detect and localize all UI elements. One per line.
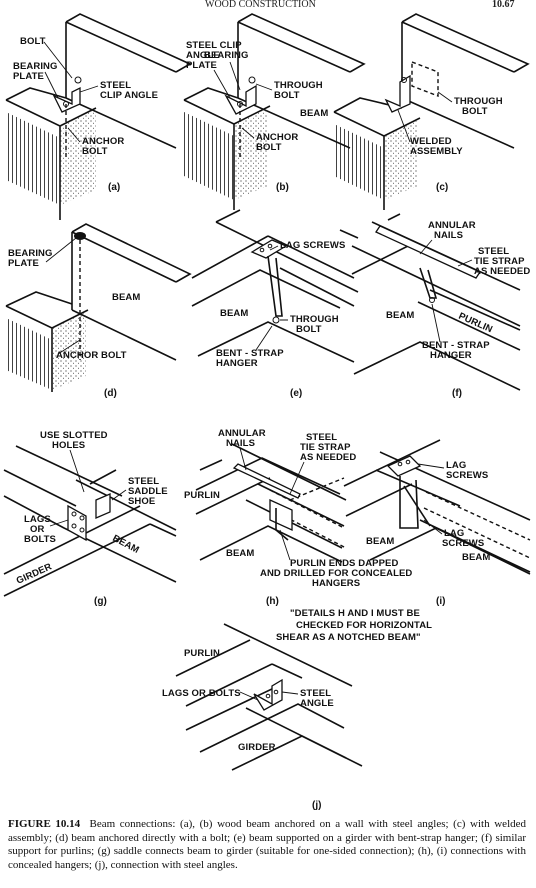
label-bolt-b2: BOLT <box>256 142 282 153</box>
label-purlin-f: PURLIN <box>457 311 494 336</box>
label-plate: PLATE <box>13 71 44 82</box>
panel-tag-i: (i) <box>436 596 445 607</box>
note-line-1: "DETAILS H AND I MUST BE <box>290 608 420 619</box>
label-beam-b: BEAM <box>300 108 328 119</box>
label-through-e: THROUGH <box>290 314 339 325</box>
panel-e: LAG SCREWS BEAM THROUGH BOLT BENT - STRA… <box>191 209 359 399</box>
label-through: THROUGH <box>274 80 323 91</box>
label-use-slotted: USE SLOTTED <box>40 430 108 441</box>
figure-number: FIGURE 10.14 <box>8 818 81 830</box>
label-bearing: BEARING <box>13 61 58 72</box>
label-lag-i: LAG <box>446 460 466 471</box>
label-lag-i2: LAG <box>444 528 464 539</box>
panel-tag-h: (h) <box>266 596 279 607</box>
label-anchor-b: ANCHOR <box>256 132 298 143</box>
label-shoe-g: SHOE <box>128 496 155 507</box>
panel-tag-e: (e) <box>290 388 302 399</box>
label-through-c: THROUGH <box>454 96 503 107</box>
panel-tag-c: (c) <box>436 182 448 193</box>
label-hanger-e: HANGER <box>216 358 258 369</box>
panel-i: LAG SCREWS LAG SCREWS BEAM BEAM (i) <box>343 439 531 607</box>
label-beam-i2: BEAM <box>462 552 490 563</box>
label-plate-d: PLATE <box>8 258 39 269</box>
label-bolt-b: BOLT <box>274 90 300 101</box>
label-annular-h: ANNULAR <box>218 428 266 439</box>
panel-b: STEEL CLIP ANGLE BEARING PLATE THROUGH B… <box>183 13 366 210</box>
label-bent-strap-f: BENT - STRAP <box>422 340 490 351</box>
panel-a: BOLT BEARING PLATE STEEL CLIP ANGLE ANCH… <box>5 13 192 220</box>
label-steel: STEEL <box>100 80 131 91</box>
panel-c: THROUGH BOLT WELDED ASSEMBLY (c) <box>333 13 530 210</box>
label-holes: HOLES <box>52 440 85 451</box>
label-as-needed-f: AS NEEDED <box>474 266 530 277</box>
figure-caption: FIGURE 10.14 Beam connections: (a), (b) … <box>8 818 526 872</box>
label-clip-angle: CLIP ANGLE <box>100 90 158 101</box>
label-bolt-2: BOLT <box>82 146 108 157</box>
label-nails-f: NAILS <box>434 230 463 241</box>
panel-g: USE SLOTTED HOLES STEEL SADDLE SHOE LAGS… <box>3 430 177 607</box>
panel-tag-j: (j) <box>312 800 321 811</box>
label-bolts-g: BOLTS <box>24 534 56 545</box>
label-hanger-f: HANGER <box>430 350 472 361</box>
label-steel-g: STEEL <box>128 476 159 487</box>
label-saddle-g: SADDLE <box>128 486 168 497</box>
label-steel-h: STEEL <box>306 432 337 443</box>
panel-tag-a: (a) <box>108 182 120 193</box>
label-beam-f: BEAM <box>386 310 414 321</box>
label-steel-clip: STEEL CLIP <box>186 40 242 51</box>
label-welded: WELDED <box>410 136 452 147</box>
running-title: WOOD CONSTRUCTION <box>205 0 316 10</box>
label-bolt-e: BOLT <box>296 324 322 335</box>
label-beam-d: BEAM <box>112 292 140 303</box>
label-purlin-ends: PURLIN ENDS DAPPED <box>290 558 398 569</box>
label-angle: ANGLE <box>186 50 220 61</box>
note-line-3: SHEAR AS A NOTCHED BEAM" <box>276 632 421 643</box>
panel-tag-f: (f) <box>452 388 462 399</box>
label-or-g: OR <box>30 524 44 535</box>
label-as-needed-h: AS NEEDED <box>300 452 356 463</box>
label-bolt: BOLT <box>20 36 46 47</box>
label-drilled: AND DRILLED FOR CONCEALED <box>260 568 412 579</box>
page-number: 10.67 <box>492 0 515 10</box>
label-assembly: ASSEMBLY <box>410 146 463 157</box>
label-screws-i2: SCREWS <box>442 538 484 549</box>
panel-f: ANNULAR NAILS STEEL TIE STRAP AS NEEDED … <box>351 213 530 399</box>
panel-j: PURLIN LAGS OR BOLTS STEEL ANGLE GIRDER … <box>162 623 363 811</box>
label-beam-h: BEAM <box>226 548 254 559</box>
label-bearing-b: BEARING <box>204 50 249 61</box>
panel-tag-d: (d) <box>104 388 117 399</box>
panel-tag-g: (g) <box>94 596 107 607</box>
label-bent-strap-e: BENT - STRAP <box>216 348 284 359</box>
label-screws-i: SCREWS <box>446 470 488 481</box>
panel-h: ANNULAR NAILS STEEL TIE STRAP AS NEEDED … <box>184 428 412 607</box>
label-nails-h: NAILS <box>226 438 255 449</box>
label-girder-j: GIRDER <box>238 742 276 753</box>
label-beam-i: BEAM <box>366 536 394 547</box>
label-purlin-h: PURLIN <box>184 490 220 501</box>
label-anchor: ANCHOR <box>82 136 124 147</box>
label-steel-j: STEEL <box>300 688 331 699</box>
note-line-2: CHECKED FOR HORIZONTAL <box>296 620 432 631</box>
label-bolt-c: BOLT <box>462 106 488 117</box>
label-hangers-h: HANGERS <box>312 578 360 589</box>
label-beam-e: BEAM <box>220 308 248 319</box>
label-tie-strap-h: TIE STRAP <box>300 442 351 453</box>
panel-d: BEARING PLATE BEAM ANCHOR BOLT (d) <box>5 223 192 399</box>
label-annular-f: ANNULAR <box>428 220 476 231</box>
label-lags-g: LAGS <box>24 514 51 525</box>
panel-tag-b: (b) <box>276 182 289 193</box>
label-purlin-j: PURLIN <box>184 648 220 659</box>
label-lag-screws-e: LAG SCREWS <box>280 240 345 251</box>
label-tie-strap-f: TIE STRAP <box>474 256 525 267</box>
design-note: "DETAILS H AND I MUST BE CHECKED FOR HOR… <box>276 608 432 643</box>
caption-text: Beam connections: (a), (b) wood beam anc… <box>8 818 527 871</box>
label-angle-j: ANGLE <box>300 698 334 709</box>
label-bearing-d: BEARING <box>8 248 53 259</box>
label-steel-f: STEEL <box>478 246 509 257</box>
label-anchor-bolt-d: ANCHOR BOLT <box>56 350 127 361</box>
label-lags-or-bolts-j: LAGS OR BOLTS <box>162 688 241 699</box>
label-plate-b: PLATE <box>186 60 217 71</box>
